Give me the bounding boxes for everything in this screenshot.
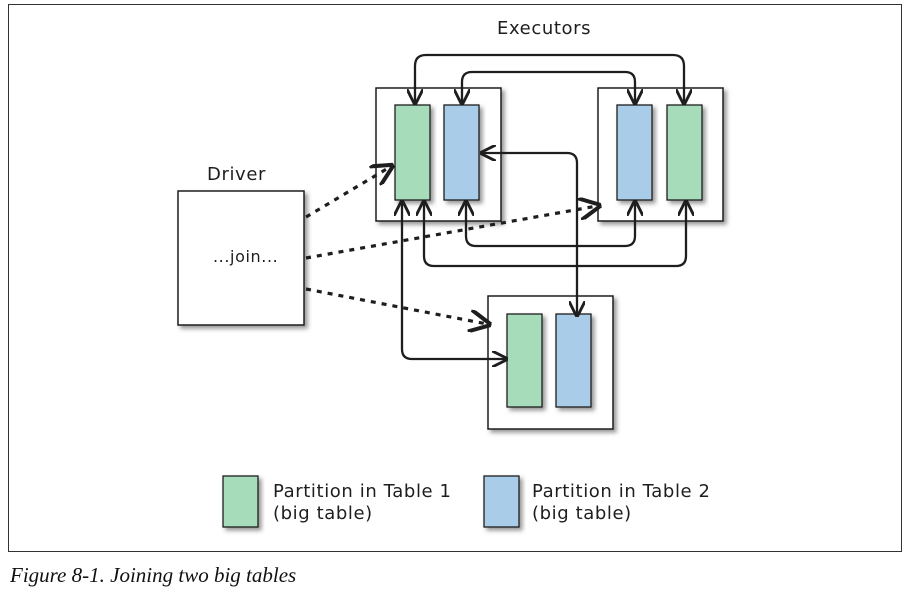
legend: Partition in Table 1 (big table) Partiti… [222, 475, 711, 528]
executor-3-partition-table1 [506, 313, 543, 408]
driver-join-text: ...join... [213, 247, 278, 266]
shuffle-blue-to-executor-3 [483, 153, 577, 314]
legend-table1-line1: Partition in Table 1 [273, 481, 452, 502]
executor-2 [597, 87, 724, 222]
executor-1-partition-table2 [443, 104, 480, 201]
shuffle-top-inner [462, 70, 635, 102]
executor-3 [487, 295, 614, 430]
shuffle-arrows [402, 53, 686, 359]
driver-label: Driver [207, 164, 266, 185]
shuffle-green-to-executor-3 [402, 203, 505, 359]
executor-1-partition-table1 [394, 104, 431, 201]
legend-table2-line1: Partition in Table 2 [532, 481, 711, 502]
executor-2-partition-table2 [616, 104, 653, 201]
executor-3-partition-table2 [555, 313, 592, 408]
legend-table1-line2: (big table) [273, 503, 373, 524]
legend-swatch-table2 [483, 475, 520, 528]
executor-1 [375, 87, 502, 222]
legend-swatch-table1 [222, 475, 259, 528]
shuffle-top-outer [415, 53, 684, 102]
executor-2-partition-table1 [666, 104, 703, 201]
legend-table2-line2: (big table) [532, 503, 632, 524]
dotted-arrow-to-executor-3 [305, 287, 487, 324]
figure-caption: Figure 8-1. Joining two big tables [10, 563, 297, 587]
driver-box: ...join... [177, 190, 305, 326]
dotted-arrow-to-executor-1 [305, 167, 390, 219]
executors-label: Executors [497, 18, 591, 39]
